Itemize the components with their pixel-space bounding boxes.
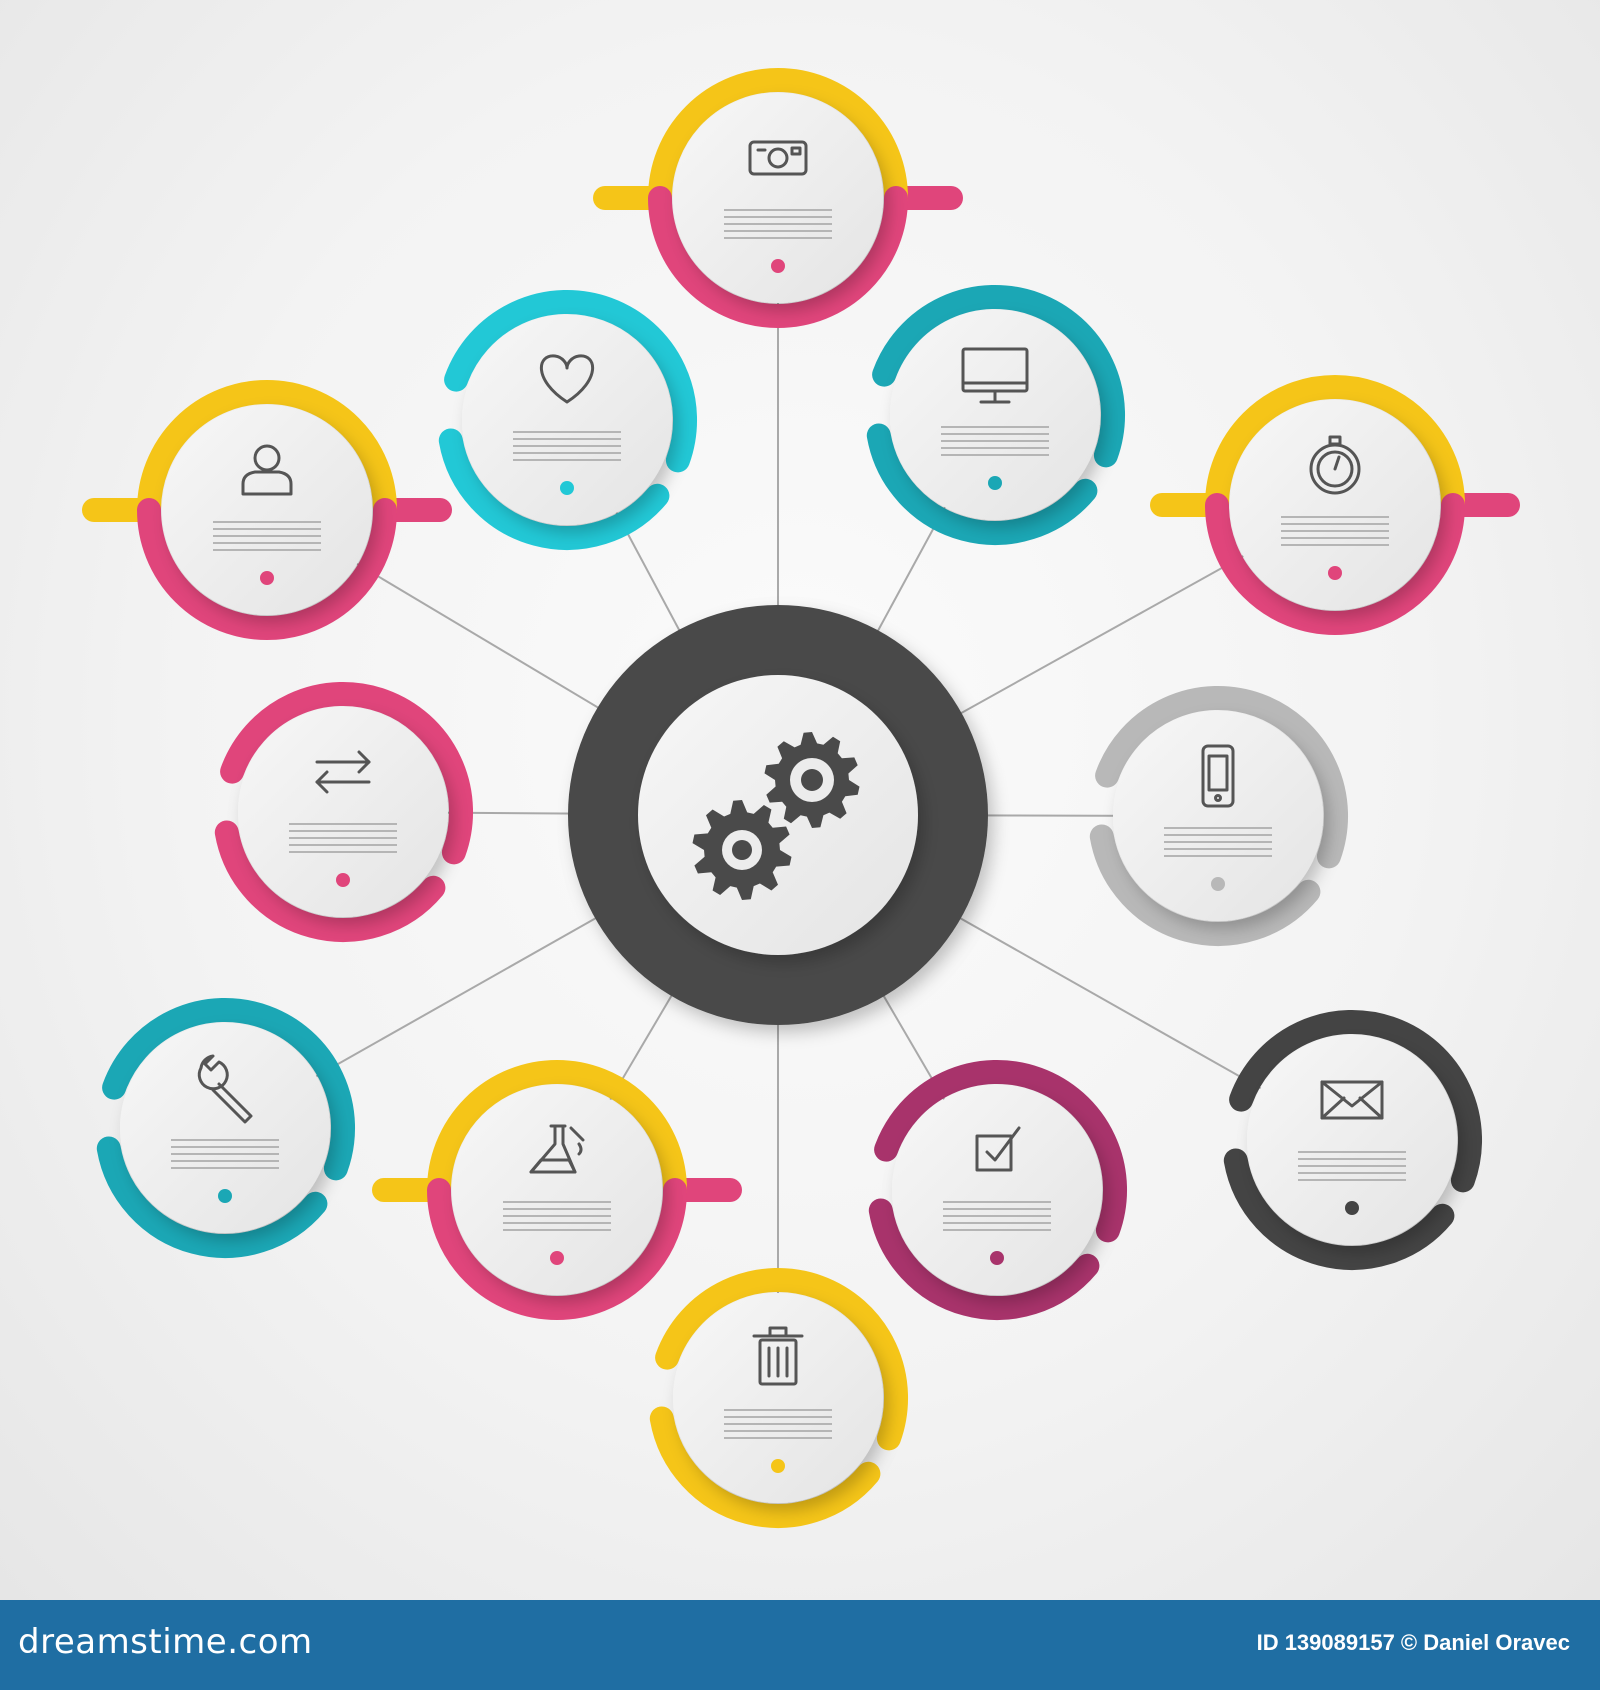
trash-icon <box>752 1326 804 1386</box>
placeholder-text-lines <box>1281 516 1389 546</box>
node-disc <box>673 1293 883 1503</box>
node-bullet-dot <box>990 1251 1004 1265</box>
node-phone[interactable] <box>1089 685 1348 946</box>
node-bullet-dot <box>560 481 574 495</box>
checkbox-icon <box>975 1126 1021 1172</box>
node-disc <box>890 310 1100 520</box>
node-flask[interactable] <box>372 1060 742 1320</box>
node-mail[interactable] <box>1223 1009 1482 1270</box>
image-credit: ID 139089157 © Daniel Oravec <box>1256 1630 1570 1655</box>
placeholder-text-lines <box>503 1201 611 1231</box>
placeholder-text-lines <box>943 1201 1051 1231</box>
node-trash[interactable] <box>649 1267 908 1528</box>
node-heart[interactable] <box>438 289 697 550</box>
node-disc <box>892 1085 1102 1295</box>
wrench-icon <box>197 1054 253 1124</box>
node-camera[interactable] <box>593 68 963 328</box>
node-bullet-dot <box>771 259 785 273</box>
node-bullet-dot <box>1211 877 1225 891</box>
node-bullet-dot <box>1345 1201 1359 1215</box>
node-group <box>82 68 1520 1528</box>
central-hub <box>568 605 988 1025</box>
footer-logo[interactable]: dreamstime.com <box>18 1622 313 1662</box>
footer-bar: dreamstime.com ID 139089157 © Daniel Ora… <box>0 1600 1600 1690</box>
placeholder-text-lines <box>1164 827 1272 857</box>
placeholder-text-lines <box>724 1409 832 1439</box>
flask-icon <box>529 1124 585 1174</box>
node-arrows[interactable] <box>214 681 473 942</box>
gears-icon <box>692 732 860 900</box>
stopwatch-icon <box>1309 435 1361 495</box>
node-disc <box>238 707 448 917</box>
hub-diagram <box>82 68 1520 1528</box>
camera-icon <box>748 140 808 176</box>
node-disc <box>673 93 883 303</box>
node-monitor[interactable] <box>866 284 1125 545</box>
node-disc <box>1247 1035 1457 1245</box>
node-bullet-dot <box>1328 566 1342 580</box>
node-bullet-dot <box>218 1189 232 1203</box>
heart-icon <box>540 354 594 404</box>
node-bullet-dot <box>988 476 1002 490</box>
node-wrench[interactable] <box>96 997 355 1258</box>
placeholder-text-lines <box>941 426 1049 456</box>
node-disc <box>1230 400 1440 610</box>
monitor-icon <box>961 347 1029 404</box>
placeholder-text-lines <box>289 823 397 853</box>
infographic-canvas <box>0 0 1600 1600</box>
node-disc <box>162 405 372 615</box>
node-bullet-dot <box>260 571 274 585</box>
node-disc <box>462 315 672 525</box>
exchange-arrows-icon <box>315 750 371 794</box>
placeholder-text-lines <box>213 521 321 551</box>
placeholder-text-lines <box>513 431 621 461</box>
node-bullet-dot <box>771 1459 785 1473</box>
node-bullet-dot <box>550 1251 564 1265</box>
node-disc <box>1113 711 1323 921</box>
node-check[interactable] <box>868 1059 1127 1320</box>
placeholder-text-lines <box>1298 1151 1406 1181</box>
placeholder-text-lines <box>171 1139 279 1169</box>
node-disc <box>452 1085 662 1295</box>
envelope-icon <box>1320 1080 1384 1120</box>
node-disc <box>120 1023 330 1233</box>
placeholder-text-lines <box>724 209 832 239</box>
user-icon <box>241 444 293 496</box>
node-user[interactable] <box>82 380 452 640</box>
node-stopwatch[interactable] <box>1150 375 1520 635</box>
node-bullet-dot <box>336 873 350 887</box>
mobile-phone-icon <box>1201 744 1235 808</box>
hub-inner-disc <box>638 675 918 955</box>
